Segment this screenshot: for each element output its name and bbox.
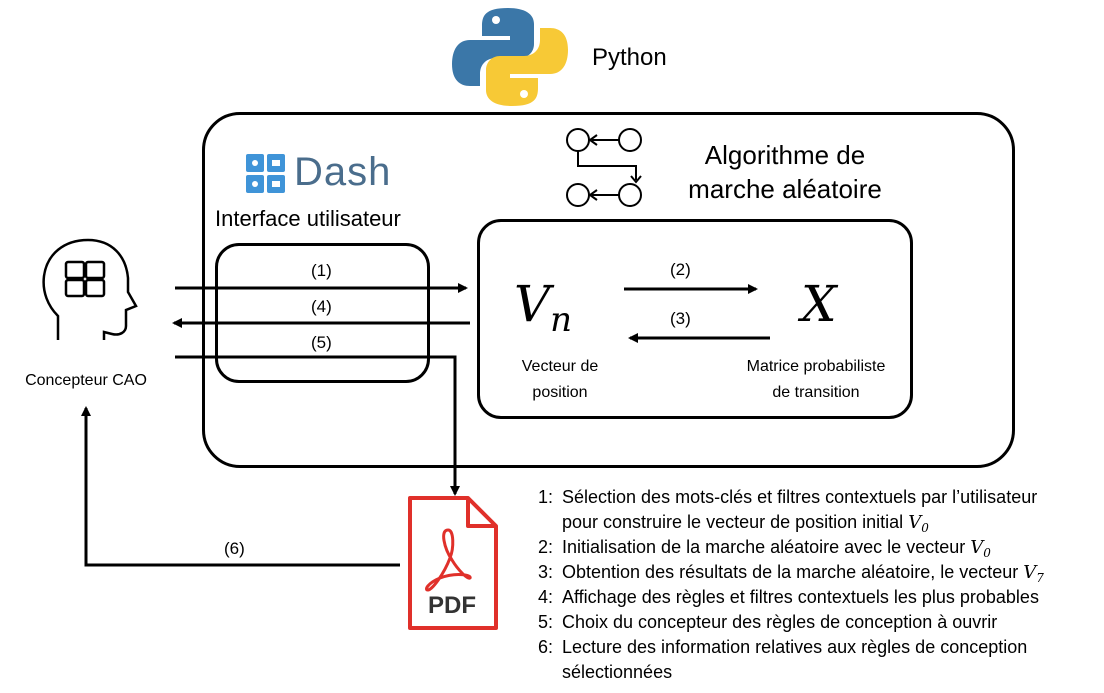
vector-caption-line1: Vecteur de [521, 358, 599, 375]
algorithm-label-line2: marche aléatoire [688, 174, 882, 204]
step-label-5: (5) [311, 333, 332, 352]
user-interface-box [215, 243, 430, 383]
pdf-label: PDF [428, 592, 476, 619]
dash-label: Dash [294, 150, 392, 194]
python-label: Python [592, 44, 667, 71]
pdf-file-icon [408, 496, 498, 630]
user-label: Concepteur CAO [25, 372, 147, 389]
legend-item-6: 6:Lecture des information relatives aux … [538, 637, 1028, 657]
legend-item-1-cont: pour construire le vecteur de position i… [562, 512, 929, 535]
legend-item-6-cont: sélectionnées [562, 662, 673, 682]
arrow-step-5 [175, 355, 460, 496]
dash-logo-icon [246, 154, 285, 193]
matrix-caption-line2: de transition [772, 384, 860, 401]
step-label-2: (2) [670, 260, 691, 279]
step-label-4: (4) [311, 297, 332, 316]
legend-item-3: 3:Obtention des résultats de la marche a… [538, 562, 1044, 585]
python-container [202, 112, 1015, 468]
step-label-3: (3) [670, 309, 691, 328]
vector-caption-line2: position [532, 384, 588, 401]
arrows [81, 283, 770, 567]
python-logo-icon [452, 8, 568, 106]
arrow-step-6 [81, 406, 400, 567]
random-walk-algorithm-icon [566, 128, 642, 207]
algorithm-label-line1: Algorithme de [704, 140, 866, 170]
legend-item-1: 1:Sélection des mots-clés et filtres con… [538, 487, 1038, 507]
random-walk-box [477, 219, 913, 419]
legend-item-5: 5:Choix du concepteur des règles de conc… [538, 612, 998, 632]
step-label-6: (6) [224, 539, 245, 558]
position-vector-symbol: Vn [514, 275, 573, 340]
step-label-1: (1) [311, 261, 332, 280]
legend-item-4: 4:Affichage des règles et filtres contex… [538, 587, 1039, 607]
transition-matrix-symbol: X [801, 275, 837, 333]
matrix-caption-line1: Matrice probabiliste [746, 358, 886, 375]
legend: 1:Sélection des mots-clés et filtres con… [538, 486, 1104, 693]
interface-label: Interface utilisateur [215, 206, 401, 231]
legend-item-2: 2:Initialisation de la marche aléatoire … [538, 537, 991, 560]
cad-designer-head-icon [42, 238, 138, 340]
